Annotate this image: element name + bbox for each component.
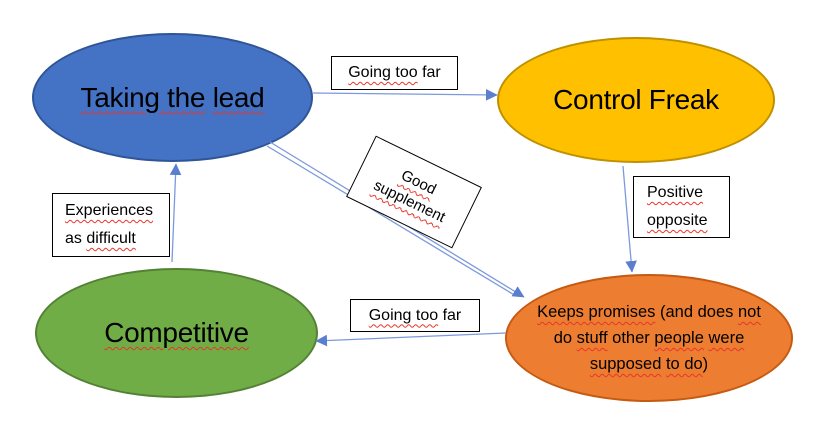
node-control-freak[interactable]: Control Freak	[497, 37, 775, 163]
edge-label-experiences-line-1: Experiences	[65, 202, 154, 219]
arrow-taking-the-lead-to-control-freak[interactable]	[312, 89, 498, 101]
edge-label-positive-opposite[interactable]: Positive opposite	[633, 176, 730, 238]
node-keeps-promises-label-line-3: supposed to do)	[589, 355, 709, 373]
node-taking-the-lead-label: Taking the lead	[80, 81, 265, 113]
node-taking-the-lead[interactable]: Taking the lead	[32, 33, 313, 162]
edge-label-going-too-far-bottom-text: Going too far	[368, 306, 462, 324]
node-competitive-label: Competitive	[104, 317, 249, 348]
edge-label-going-too-far-bottom[interactable]: Going too far	[350, 299, 480, 332]
edge-label-experiences-line-2: as difficult	[65, 230, 136, 247]
edge-label-experiences-as-difficult[interactable]: Experiences as difficult	[52, 193, 170, 257]
node-control-freak-label: Control Freak	[553, 84, 719, 115]
arrow-good-supplement-parallel-line[interactable]	[266, 145, 517, 297]
edge-label-going-too-far-top-text: Going too far	[348, 64, 441, 81]
node-keeps-promises-label-line-2: do stuff other people were	[553, 329, 745, 347]
edge-label-positive-opposite-line-1: Positive	[647, 184, 704, 201]
arrow-competitive-to-taking-the-lead[interactable]	[169, 163, 182, 263]
node-keeps-promises[interactable]: Keeps promises (and does not do stuff ot…	[505, 274, 793, 402]
arrow-keeps-promises-to-competitive[interactable]	[315, 332, 507, 347]
node-competitive[interactable]: Competitive	[35, 268, 318, 398]
node-keeps-promises-label-line-1: Keeps promises (and does not	[537, 303, 761, 321]
edge-label-going-too-far-top[interactable]: Going too far	[331, 56, 458, 90]
arrow-control-freak-to-keeps-promises[interactable]	[622, 165, 637, 273]
edge-label-positive-opposite-line-2: opposite	[647, 212, 708, 229]
